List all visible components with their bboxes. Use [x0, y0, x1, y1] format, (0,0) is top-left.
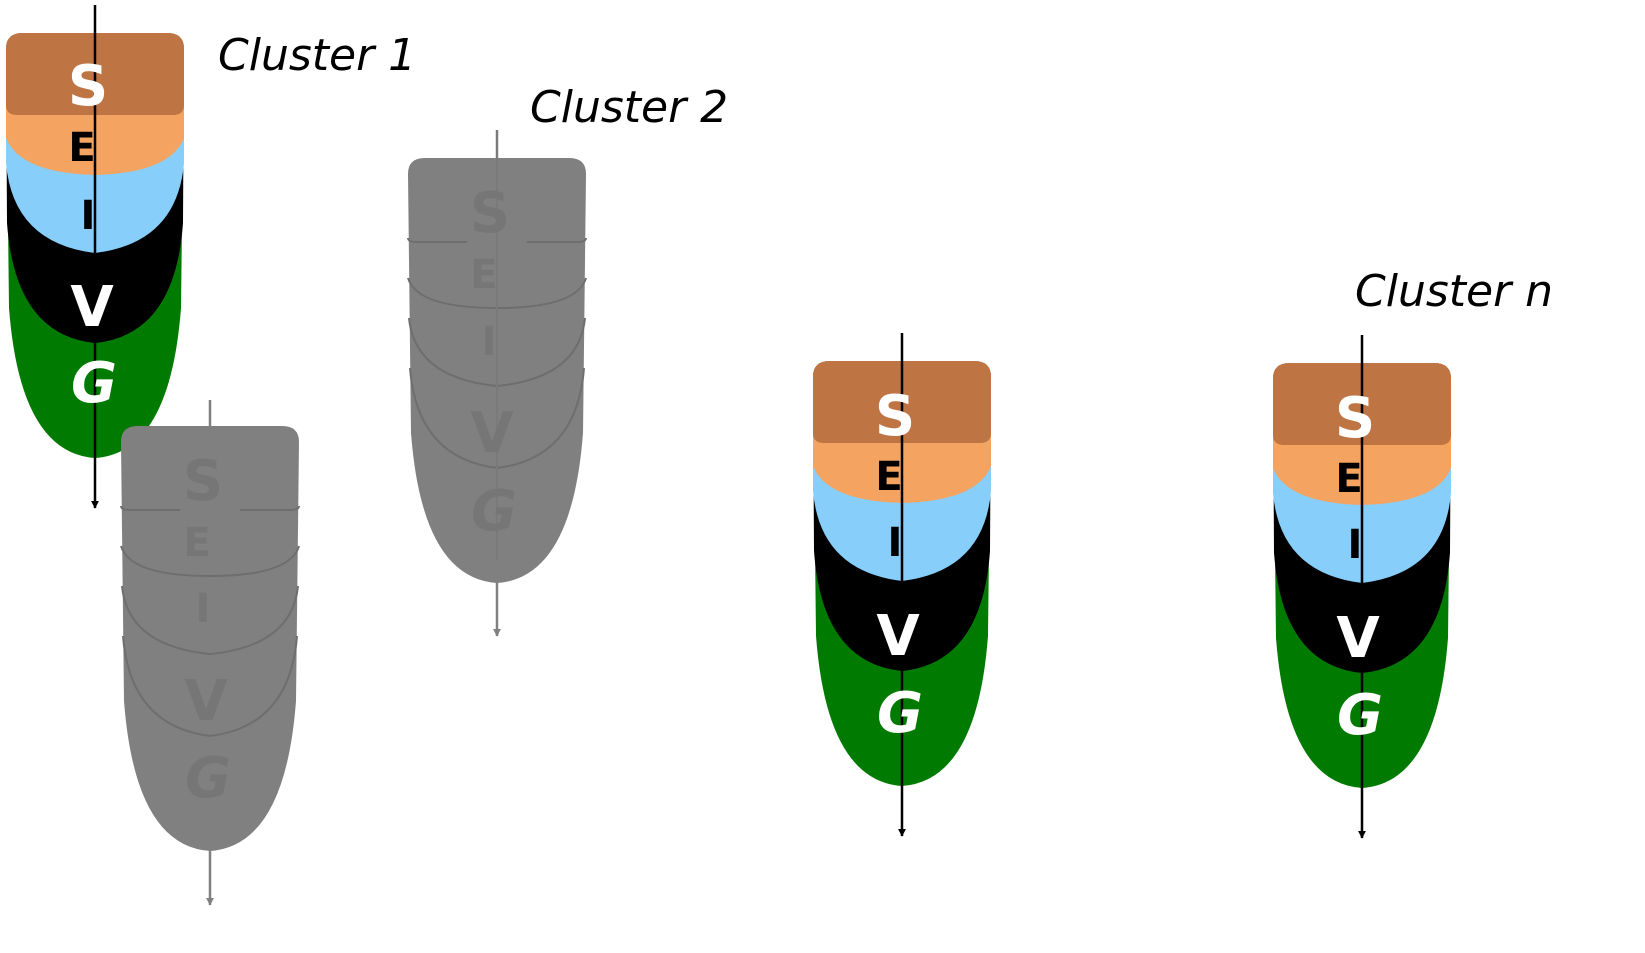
- cluster-2-g-label: G: [471, 479, 517, 544]
- cluster-1-e-label: E: [68, 125, 95, 171]
- cluster-n-i-label: I: [1348, 522, 1363, 568]
- cluster-faded-stack: S E I V G: [120, 400, 300, 906]
- cluster-middle-i-label: I: [888, 520, 903, 566]
- cluster-middle-s-label: S: [875, 384, 915, 449]
- faded-stack-v-label: V: [184, 669, 228, 734]
- faded-stack-g-label: G: [185, 746, 231, 811]
- cluster-middle-g-label: G: [877, 681, 923, 746]
- cluster-1-title: Cluster 1: [218, 30, 416, 81]
- cluster-middle-e-label: E: [875, 454, 902, 500]
- cluster-n: S E I V G: [1273, 335, 1451, 839]
- cluster-1-s-label: S: [68, 54, 108, 119]
- cluster-2: S E I V G: [407, 130, 587, 637]
- faded-stack-e-label: E: [183, 520, 210, 566]
- cluster-n-e-label: E: [1335, 456, 1362, 502]
- cluster-1: S E I V G: [6, 5, 184, 509]
- cluster-middle: S E I V G: [813, 333, 991, 837]
- cluster-n-title: Cluster n: [1355, 266, 1553, 317]
- faded-stack-s-label: S: [183, 449, 223, 514]
- cluster-2-e-label: E: [470, 252, 497, 298]
- cluster-1-g-label: G: [71, 351, 117, 416]
- faded-stack-i-label: I: [196, 586, 211, 632]
- cluster-1-v-label: V: [70, 275, 114, 340]
- cluster-n-v-label: V: [1336, 606, 1380, 671]
- cluster-1-i-label: I: [81, 193, 96, 239]
- cluster-n-g-label: G: [1337, 683, 1383, 748]
- cluster-2-title: Cluster 2: [530, 82, 728, 133]
- cluster-2-i-label: I: [482, 319, 497, 365]
- cluster-middle-v-label: V: [876, 604, 920, 669]
- cluster-n-s-label: S: [1335, 386, 1375, 451]
- cluster-2-s-label: S: [470, 181, 510, 246]
- cluster-2-v-label: V: [470, 401, 514, 466]
